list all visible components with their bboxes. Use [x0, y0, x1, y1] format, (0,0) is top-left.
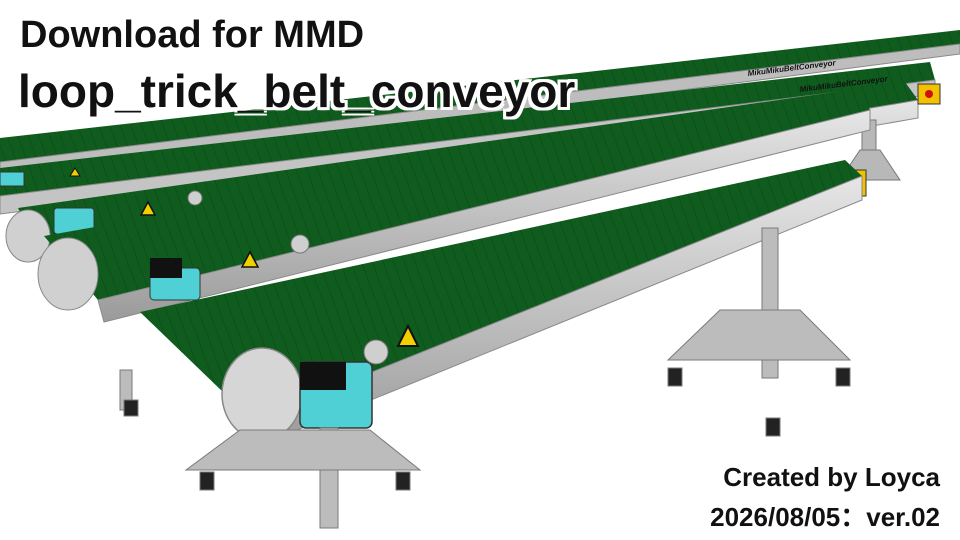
warning-icon [240, 250, 260, 268]
conveyor-front [119, 160, 863, 529]
credit-author: Created by Loyca [723, 462, 940, 492]
motor-box [0, 171, 25, 187]
warning-icon [139, 200, 157, 216]
warning-icon [396, 323, 420, 347]
credit-date-version: 2026/08/05：ver.02 [710, 502, 940, 532]
warning-icon [69, 167, 81, 177]
title-model-name: loop_trick_belt_conveyor [18, 65, 576, 117]
title-download: Download for MMD [20, 14, 365, 56]
